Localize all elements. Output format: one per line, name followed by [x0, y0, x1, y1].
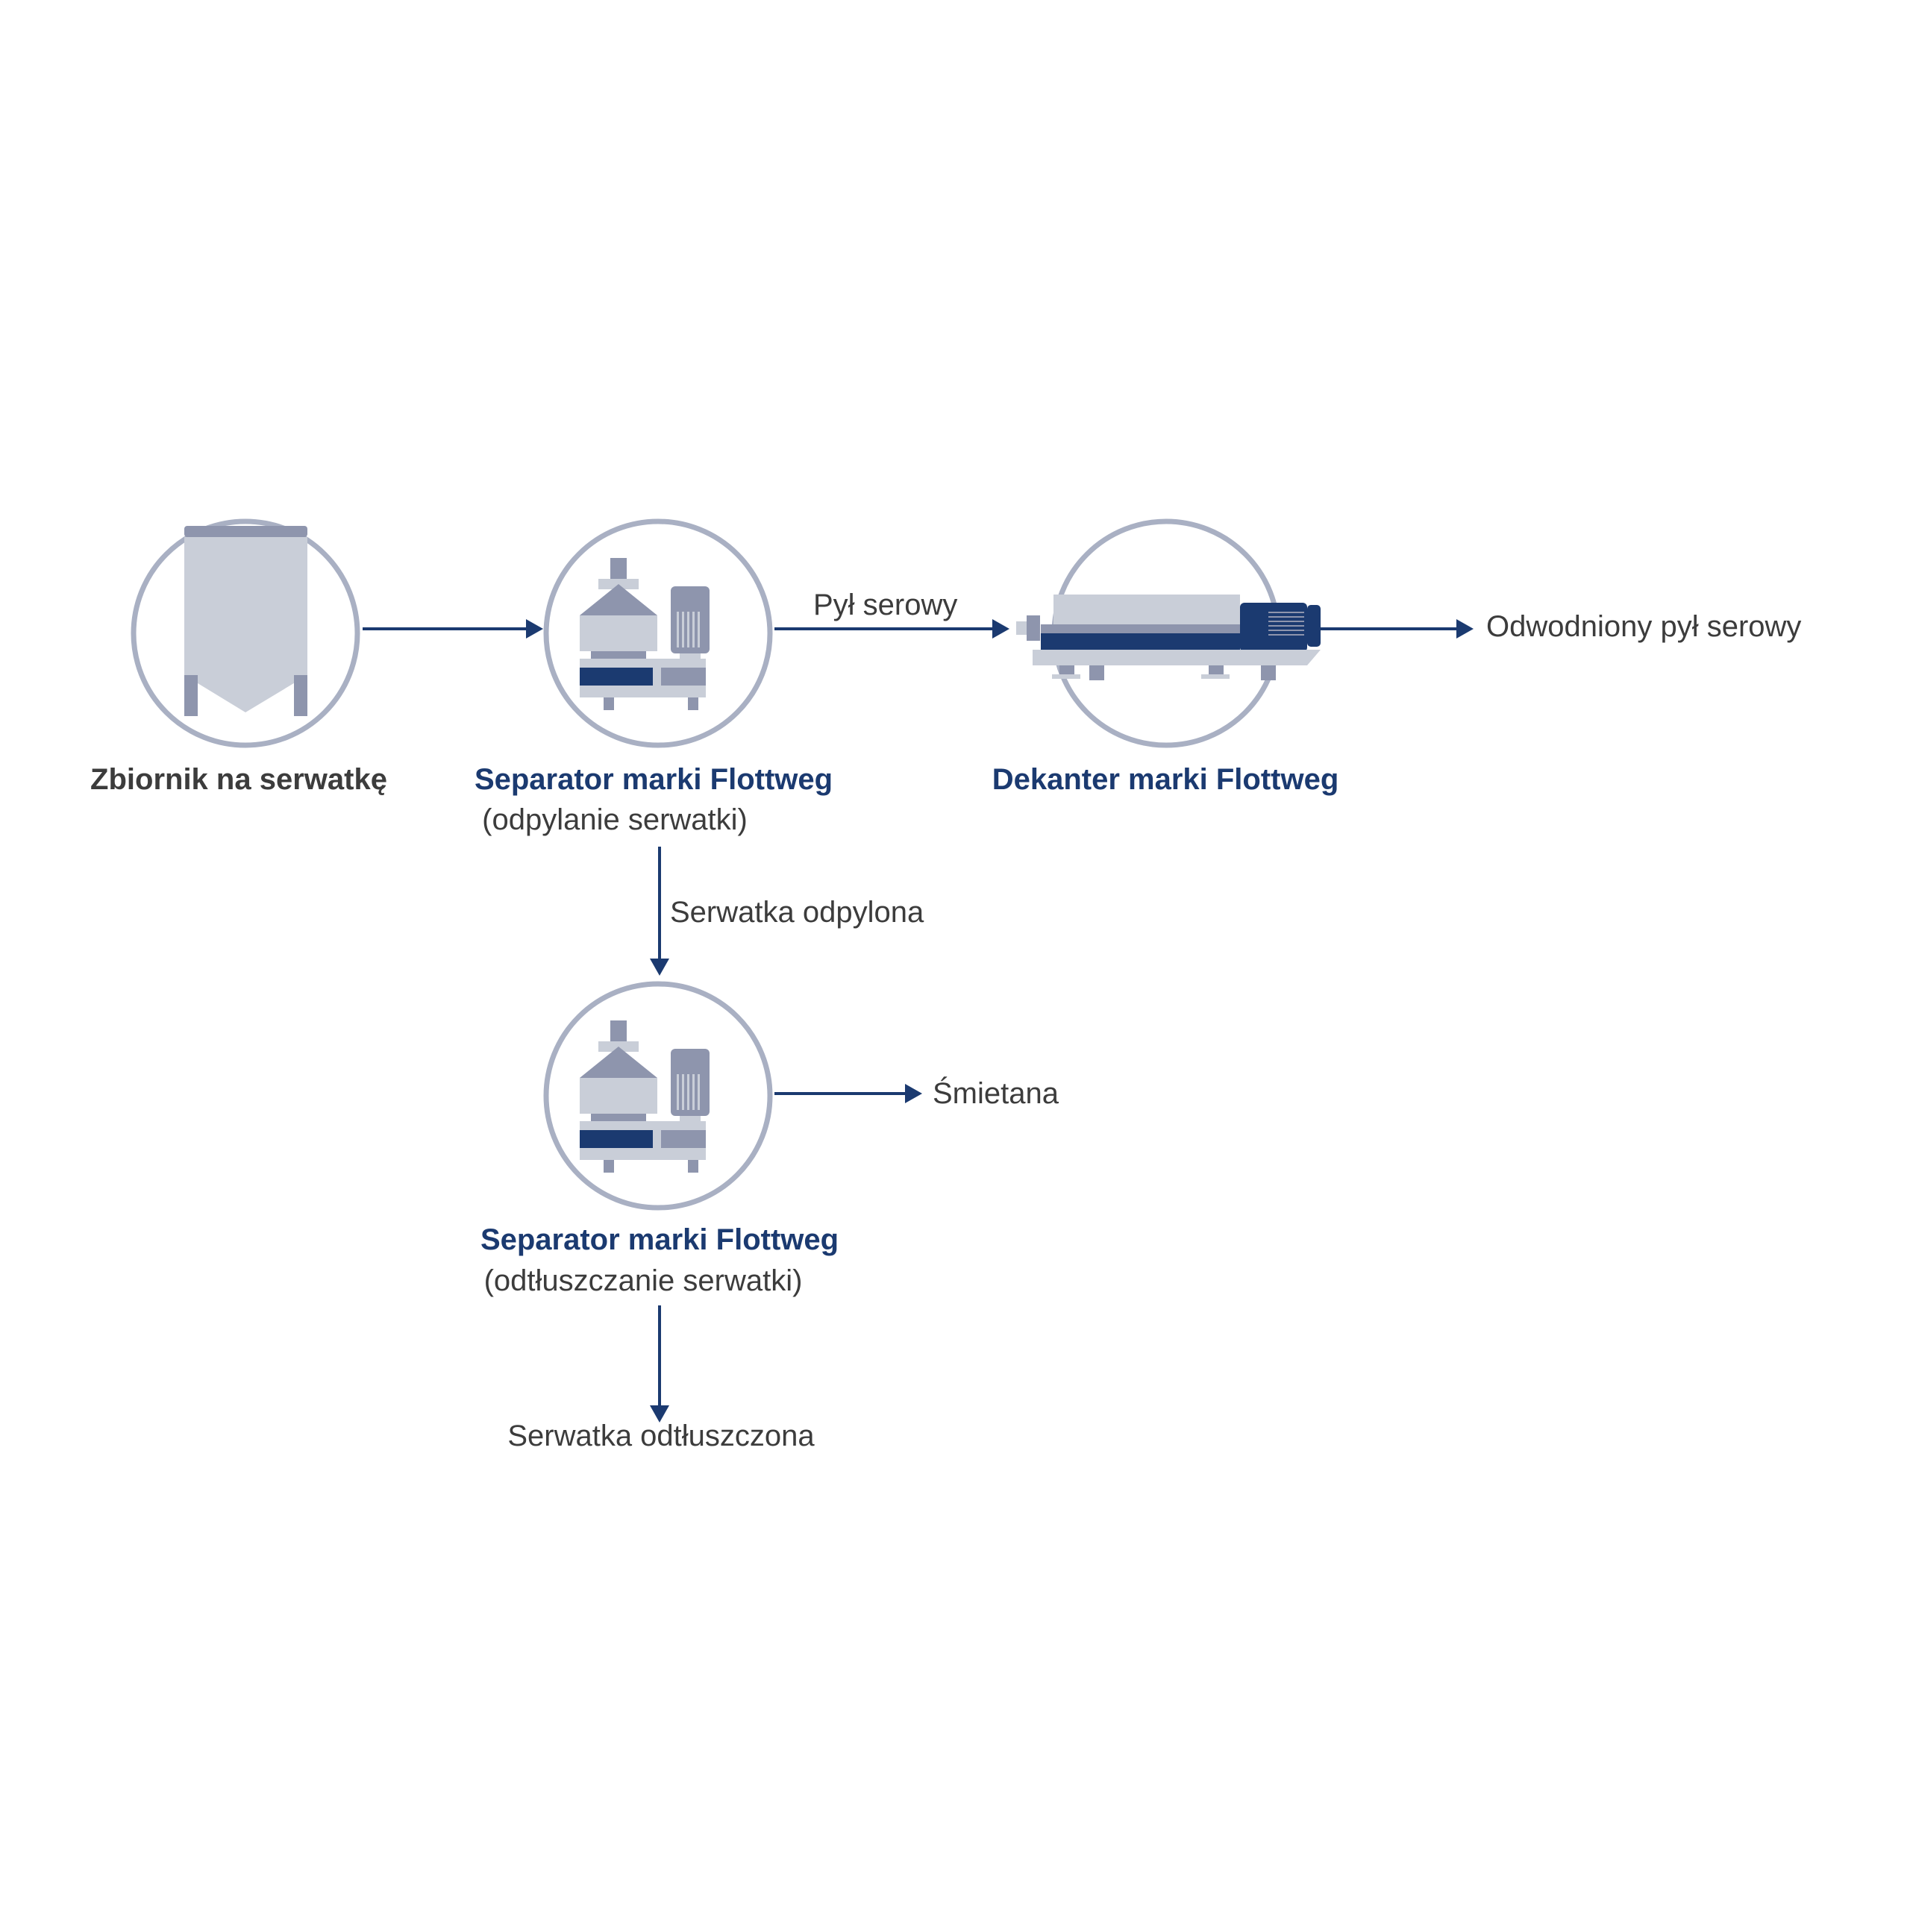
flow-label-dewatered-dust: Odwodniony pył serowy — [1486, 610, 1801, 643]
decanter-title: Dekanter marki Flottweg — [992, 763, 1339, 796]
flow-label-skimmed-whey: Serwatka odtłuszczona — [507, 1420, 815, 1452]
decanter-icon — [1016, 595, 1321, 680]
separator-icon — [580, 1020, 710, 1173]
whey-tank-icon — [184, 526, 307, 716]
separator2-circle — [543, 981, 773, 1211]
tank-circle — [131, 518, 360, 748]
separator2-subtitle: (odtłuszczanie serwatki) — [484, 1264, 803, 1297]
separator1-circle — [543, 518, 773, 748]
flow-label-cheese-dust: Pył serowy — [813, 589, 957, 621]
separator-icon — [580, 558, 710, 710]
separator2-title: Separator marki Flottweg — [480, 1223, 839, 1256]
flow-label-dedusted-whey: Serwatka odpylona — [670, 896, 924, 929]
flow-label-cream: Śmietana — [933, 1076, 1059, 1110]
tank-title: Zbiornik na serwatkę — [90, 763, 387, 796]
separator1-title: Separator marki Flottweg — [475, 763, 833, 796]
separator1-subtitle: (odpylanie serwatki) — [482, 803, 748, 836]
